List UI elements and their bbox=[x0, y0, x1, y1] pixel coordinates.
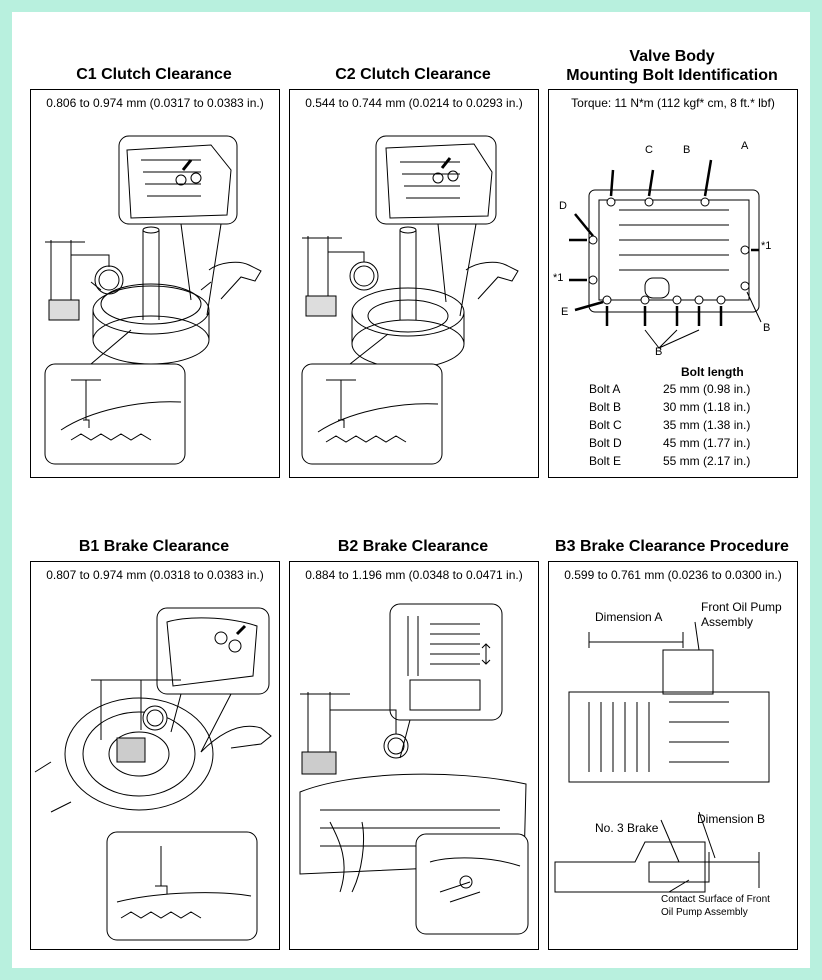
c1-panel: 0.806 to 0.974 mm (0.0317 to 0.0383 in.) bbox=[30, 89, 280, 478]
valve-callout-b-bottom: B bbox=[655, 346, 663, 358]
valve-callout-b-right: B bbox=[763, 322, 771, 334]
b3-spec: 0.599 to 0.761 mm (0.0236 to 0.0300 in.) bbox=[564, 568, 782, 582]
bolt-length: 30 mm (1.18 in.) bbox=[663, 400, 751, 414]
b2-illustration bbox=[299, 603, 529, 935]
bolt-length: 25 mm (0.98 in.) bbox=[663, 382, 751, 396]
b3-contact-line2: Oil Pump Assembly bbox=[661, 907, 748, 918]
bolt-length: 55 mm (2.17 in.) bbox=[663, 454, 751, 468]
valve-callout-c: C bbox=[645, 144, 653, 156]
b3-dimension-b: Dimension B bbox=[697, 812, 766, 826]
valve-body-illustration bbox=[569, 159, 762, 349]
c2-title: C2 Clutch Clearance bbox=[335, 66, 491, 83]
b2-panel: 0.884 to 1.196 mm (0.0348 to 0.0471 in.) bbox=[289, 561, 539, 950]
c1-spec: 0.806 to 0.974 mm (0.0317 to 0.0383 in.) bbox=[46, 96, 264, 110]
b2-title: B2 Brake Clearance bbox=[337, 538, 489, 555]
valve-title-line2: Mounting Bolt Identification bbox=[566, 67, 778, 84]
b3-front-pump-line2: Assembly bbox=[701, 615, 754, 629]
valve-title-line1: Valve Body bbox=[629, 48, 715, 65]
b3-contact-line1: Contact Surface of Front bbox=[661, 894, 770, 905]
bolt-length: 35 mm (1.38 in.) bbox=[663, 418, 751, 432]
valve-callout-d: D bbox=[559, 200, 567, 212]
b3-panel: 0.599 to 0.761 mm (0.0236 to 0.0300 in.)… bbox=[548, 561, 798, 950]
b3-front-pump-line1: Front Oil Pump bbox=[701, 600, 782, 614]
b1-spec: 0.807 to 0.974 mm (0.0318 to 0.0383 in.) bbox=[46, 568, 264, 582]
valve-callout-a: A bbox=[741, 140, 749, 152]
valve-callout-star1-right: *1 bbox=[761, 240, 772, 252]
valve-callout-star1-left: *1 bbox=[553, 272, 564, 284]
c2-panel: 0.544 to 0.744 mm (0.0214 to 0.0293 in.) bbox=[289, 89, 539, 478]
bolt-table: Bolt A 25 mm (0.98 in.) Bolt B 30 mm (1.18 … bbox=[549, 90, 797, 477]
b1-title: B1 Brake Clearance bbox=[78, 538, 230, 555]
bolt-name: Bolt A bbox=[589, 382, 621, 396]
bolt-name: Bolt D bbox=[589, 436, 622, 450]
b3-no3-brake: No. 3 Brake bbox=[595, 821, 659, 835]
b1-illustration bbox=[34, 607, 272, 941]
valve-panel: Torque: 11 N*m (112 kgf* cm, 8 ft.* lbf)… bbox=[548, 89, 798, 478]
bolt-name: Bolt E bbox=[589, 454, 622, 468]
c1-illustration bbox=[44, 135, 262, 465]
valve-spec: Torque: 11 N*m (112 kgf* cm, 8 ft.* lbf) bbox=[571, 96, 775, 110]
bolt-name: Bolt B bbox=[589, 400, 622, 414]
valve-callout-b-top: B bbox=[683, 144, 691, 156]
bolt-name: Bolt C bbox=[589, 418, 622, 432]
valve-callout-e: E bbox=[561, 306, 569, 318]
b1-panel: 0.807 to 0.974 mm (0.0318 to 0.0383 in.) bbox=[30, 561, 280, 950]
b3-dimension-a: Dimension A bbox=[595, 610, 663, 624]
bolt-table-header: Bolt length bbox=[681, 365, 744, 379]
b3-illustration bbox=[554, 621, 770, 893]
bolt-length: 45 mm (1.77 in.) bbox=[663, 436, 751, 450]
c1-title: C1 Clutch Clearance bbox=[76, 66, 232, 83]
b2-spec: 0.884 to 1.196 mm (0.0348 to 0.0471 in.) bbox=[305, 568, 523, 582]
c2-illustration bbox=[301, 135, 519, 465]
b3-title: B3 Brake Clearance Procedure bbox=[555, 538, 789, 555]
c2-spec: 0.544 to 0.744 mm (0.0214 to 0.0293 in.) bbox=[305, 96, 523, 110]
